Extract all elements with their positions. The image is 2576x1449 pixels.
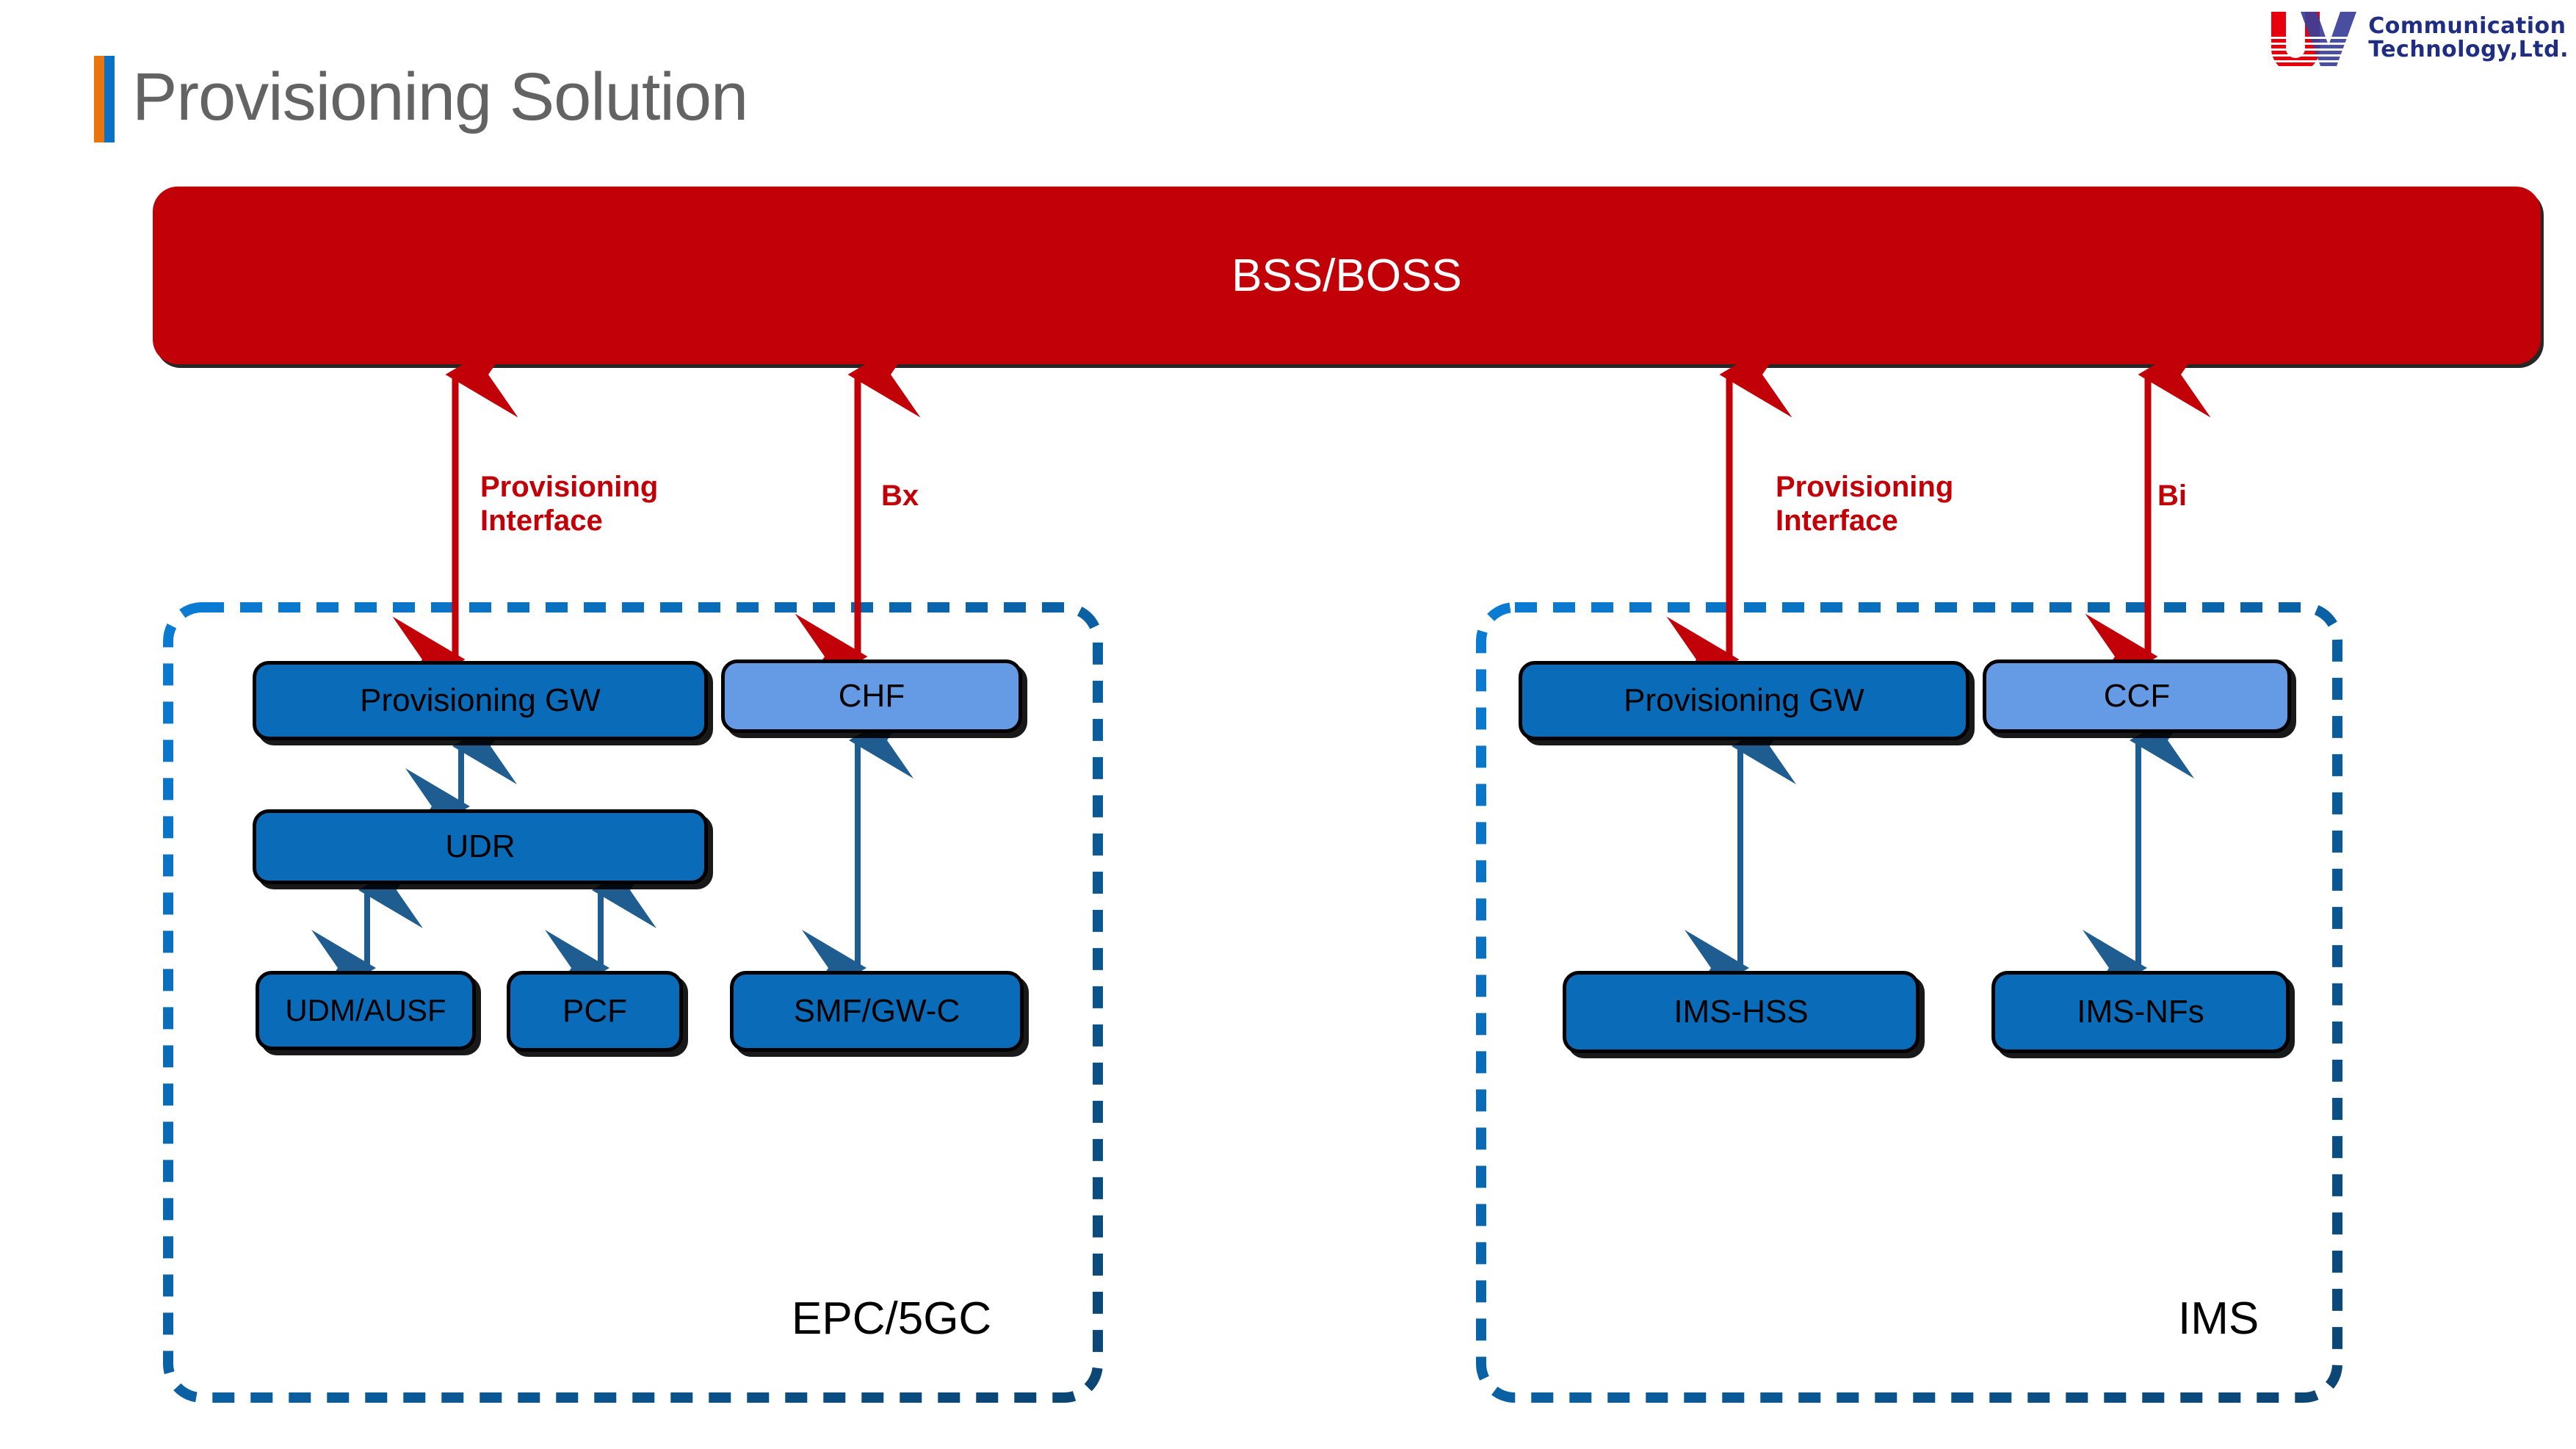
node-provisioning-gw-epc[interactable]: Provisioning GW bbox=[253, 661, 708, 740]
company-logo: Communication Technology,Ltd. bbox=[2267, 4, 2569, 72]
logo-text-line1: Communication bbox=[2368, 12, 2566, 39]
node-udm-ausf[interactable]: UDM/AUSF bbox=[256, 971, 476, 1050]
page-title: Provisioning Solution bbox=[132, 59, 748, 134]
node-ccf[interactable]: CCF bbox=[1983, 660, 2291, 733]
node-ims-hss[interactable]: IMS-HSS bbox=[1563, 971, 1920, 1053]
ims-dashed-border bbox=[1476, 602, 2342, 1403]
title-accent-bar-orange bbox=[94, 56, 104, 142]
bss-boss-label: BSS/BOSS bbox=[1231, 250, 1462, 301]
node-provisioning-gw-ims[interactable]: Provisioning GW bbox=[1519, 661, 1969, 740]
ims-domain-container bbox=[1476, 602, 2342, 1403]
logo-text-line2: Technology,Ltd. bbox=[2368, 37, 2569, 62]
node-ims-nfs[interactable]: IMS-NFs bbox=[1991, 971, 2290, 1053]
provisioning-interface-label-ims: Provisioning Interface bbox=[1776, 471, 1954, 538]
node-udr[interactable]: UDR bbox=[253, 809, 708, 884]
bx-interface-label: Bx bbox=[881, 480, 919, 512]
uv-logo-mark bbox=[2271, 12, 2357, 66]
title-accent-bar-blue bbox=[104, 56, 115, 142]
epc-5gc-domain-label: EPC/5GC bbox=[792, 1293, 992, 1344]
provisioning-interface-label-epc: Provisioning Interface bbox=[480, 471, 659, 538]
epc-dashed-border bbox=[163, 602, 1103, 1403]
bi-interface-label: Bi bbox=[2157, 480, 2187, 512]
node-pcf[interactable]: PCF bbox=[507, 971, 683, 1052]
node-chf[interactable]: CHF bbox=[721, 660, 1022, 733]
epc-5gc-domain-container bbox=[163, 602, 1103, 1403]
ims-domain-label: IMS bbox=[2178, 1293, 2260, 1344]
node-smf-gw-c[interactable]: SMF/GW-C bbox=[730, 971, 1024, 1052]
bss-boss-box[interactable]: BSS/BOSS bbox=[153, 187, 2541, 364]
